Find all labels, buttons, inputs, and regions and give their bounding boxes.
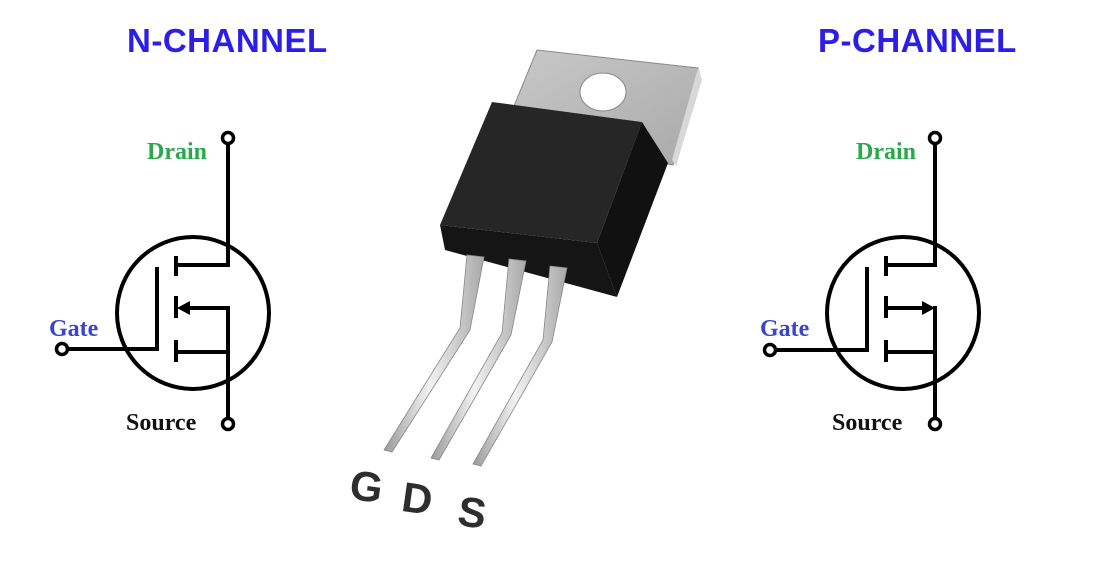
lead-gate: [383, 254, 485, 453]
n-source-label: Source: [126, 410, 197, 436]
n-drain-terminal: [220, 130, 236, 146]
to220-package-illustration: [383, 49, 702, 467]
p-source-label: Source: [832, 410, 903, 436]
n-gate-terminal: [54, 341, 70, 357]
n-channel-title: N-CHANNEL: [127, 22, 328, 59]
n-symbol-circle: [115, 235, 271, 391]
p-drain-label: Drain: [856, 139, 916, 165]
p-gate-label: Gate: [760, 316, 810, 342]
p-channel-symbol: [762, 130, 981, 432]
n-arrow-icon: [177, 301, 190, 315]
lead-drain: [430, 258, 527, 461]
p-symbol-circle: [825, 235, 981, 391]
body-bottom: [440, 225, 617, 297]
body-front-face: [440, 102, 642, 243]
p-drain-terminal: [927, 130, 943, 146]
n-gate-label: Gate: [49, 316, 99, 342]
pin-label-gate: G: [346, 460, 386, 513]
p-arrow-icon: [922, 301, 935, 315]
tab-edge: [672, 68, 702, 166]
p-channel-title: P-CHANNEL: [818, 22, 1017, 59]
p-gate-terminal: [762, 342, 778, 358]
p-source-terminal: [927, 416, 943, 432]
pin-label-drain: D: [398, 473, 436, 524]
n-channel-symbol: [54, 130, 271, 432]
n-drain-label: Drain: [147, 139, 207, 165]
body-right-face: [597, 122, 668, 297]
n-source-terminal: [220, 416, 236, 432]
pin-label-source: S: [454, 487, 490, 538]
lead-source: [472, 265, 568, 467]
